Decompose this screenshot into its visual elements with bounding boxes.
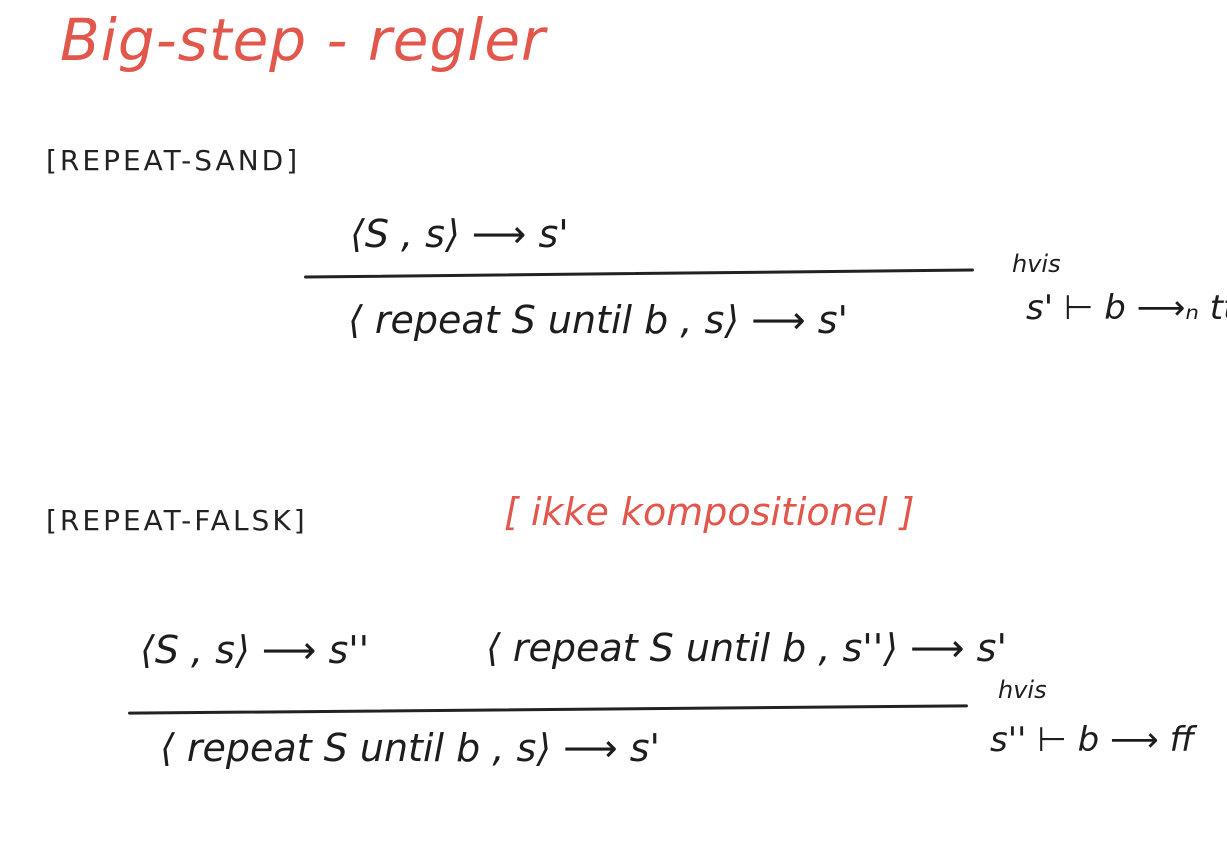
- rule-1-conclusion: ⟨ repeat S until b , s⟩ ⟶ s': [348, 298, 848, 342]
- rule-2-condition-keyword: hvis: [998, 676, 1047, 704]
- rule-2-premise-1: ⟨S , s⟩ ⟶ s'': [140, 628, 370, 672]
- rule-2-conclusion: ⟨ repeat S until b , s⟩ ⟶ s': [160, 726, 660, 770]
- page-title: Big-step - regler: [60, 6, 546, 74]
- rule-1-inference-line: [304, 268, 974, 279]
- rule-name-repeat-sand: [REPEAT-SAND]: [46, 144, 301, 177]
- rule-1-premise: ⟨S , s⟩ ⟶ s': [350, 212, 569, 256]
- rule-2-premise-2: ⟨ repeat S until b , s''⟩ ⟶ s': [486, 626, 1007, 670]
- rule-1-condition-keyword: hvis: [1012, 250, 1061, 278]
- rule-2-inference-line: [128, 704, 968, 715]
- rule-name-repeat-falsk: [REPEAT-FALSK]: [46, 504, 308, 537]
- rule-1-condition: s' ⊢ b ⟶ₙ tt: [1026, 288, 1227, 328]
- rule-2-note: [ ikke kompositionel ]: [504, 490, 915, 534]
- rule-2-condition: s'' ⊢ b ⟶ ff: [990, 720, 1195, 760]
